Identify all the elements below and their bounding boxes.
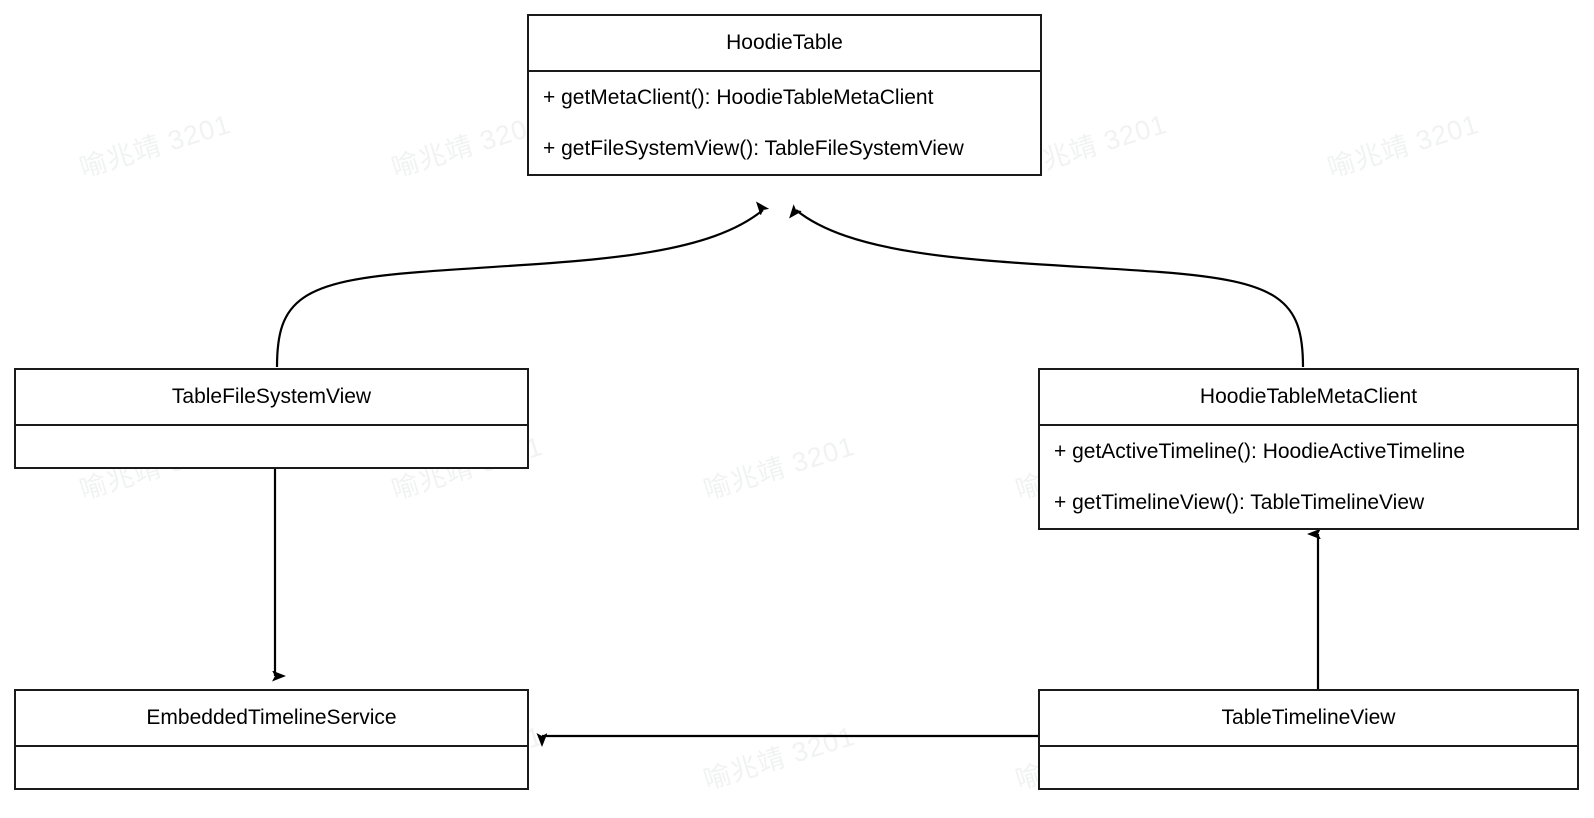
class-members-table-file-system-view: [16, 424, 527, 467]
class-box-hoodie-table-meta-client[interactable]: HoodieTableMetaClient + getActiveTimelin…: [1038, 368, 1579, 530]
class-box-table-timeline-view[interactable]: TableTimelineView: [1038, 689, 1579, 790]
watermark-text: 喻兆靖 3201: [1324, 108, 1483, 184]
class-box-hoodie-table[interactable]: HoodieTable + getMetaClient(): HoodieTab…: [527, 14, 1042, 176]
class-member: + getMetaClient(): HoodieTableMetaClient: [543, 86, 934, 109]
watermark-text: 喻兆靖 3201: [388, 108, 547, 184]
class-member: + getTimelineView(): TableTimelineView: [1054, 491, 1425, 514]
class-members-table-timeline-view: [1040, 745, 1577, 788]
class-box-table-file-system-view[interactable]: TableFileSystemView: [14, 368, 529, 469]
class-member: + getActiveTimeline(): HoodieActiveTimel…: [1054, 440, 1466, 463]
watermark-text: 喻兆靖 3201: [76, 108, 235, 184]
class-members-hoodie-table-meta-client: + getActiveTimeline(): HoodieActiveTimel…: [1040, 424, 1577, 528]
class-members-hoodie-table: + getMetaClient(): HoodieTableMetaClient…: [529, 70, 1040, 174]
class-members-embedded-timeline-service: [16, 745, 527, 788]
class-member: + getFileSystemView(): TableFileSystemVi…: [543, 137, 964, 160]
class-box-embedded-timeline-service[interactable]: EmbeddedTimelineService: [14, 689, 529, 790]
class-name-hoodie-table-meta-client: HoodieTableMetaClient: [1199, 385, 1418, 408]
class-name-hoodie-table: HoodieTable: [726, 31, 843, 54]
watermark-text: 喻兆靖 3201: [700, 720, 859, 796]
class-name-table-file-system-view: TableFileSystemView: [171, 385, 372, 408]
edge-fsview-to-hoodietable: [275, 210, 763, 368]
watermark-text: 喻兆靖 3201: [700, 430, 859, 506]
class-name-embedded-timeline-service: EmbeddedTimelineService: [146, 706, 397, 729]
edge-metaclient-to-hoodietable: [796, 210, 1305, 368]
class-name-table-timeline-view: TableTimelineView: [1221, 706, 1396, 729]
